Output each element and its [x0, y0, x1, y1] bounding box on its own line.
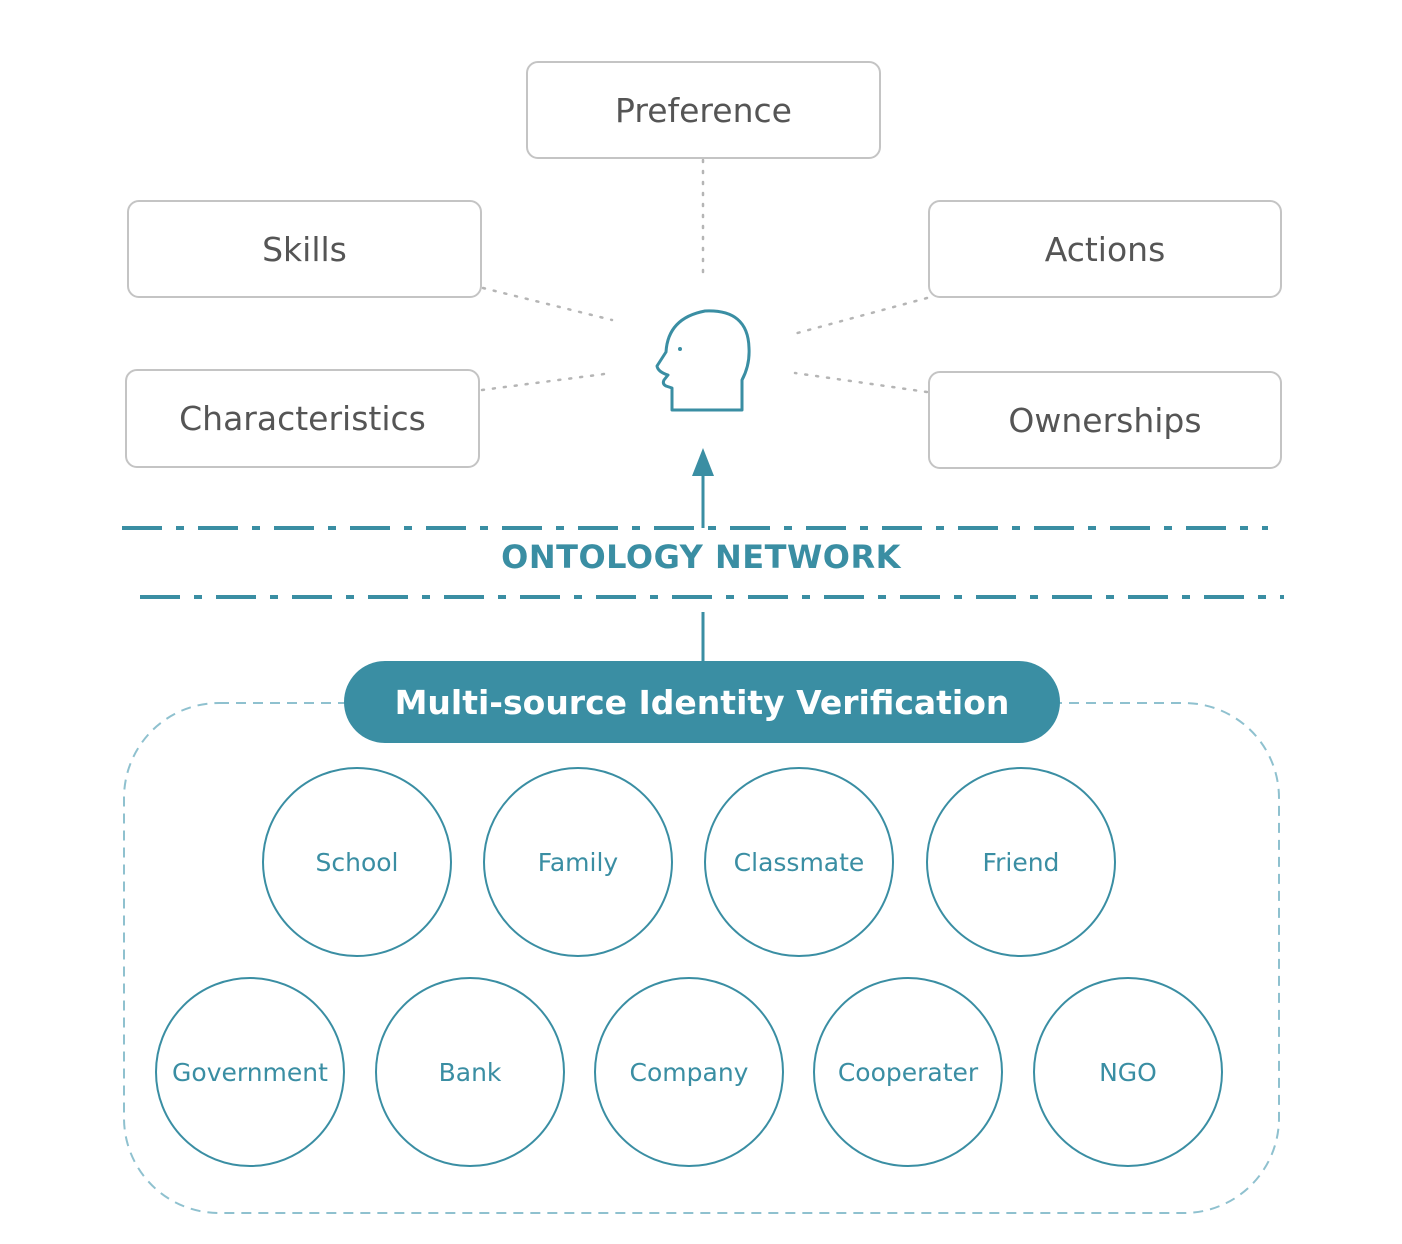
ontology-network-label: ONTOLOGY NETWORK [501, 538, 901, 576]
attribute-box-ownerships: Ownerships [928, 371, 1282, 469]
source-circle: Bank [375, 977, 565, 1167]
source-label: Company [629, 1057, 749, 1087]
source-circle: NGO [1033, 977, 1223, 1167]
person-head-icon [655, 309, 751, 412]
attribute-label: Ownerships [1008, 400, 1202, 440]
attribute-box-characteristics: Characteristics [125, 369, 480, 468]
source-circle: Government [155, 977, 345, 1167]
attribute-label: Preference [615, 90, 792, 130]
attribute-box-preference: Preference [526, 61, 881, 159]
source-label: Classmate [733, 847, 865, 877]
attribute-box-actions: Actions [928, 200, 1282, 298]
connector-characteristics [480, 371, 614, 392]
source-label: Cooperater [837, 1057, 979, 1087]
source-label: NGO [1099, 1057, 1157, 1087]
attribute-box-skills: Skills [127, 200, 482, 298]
arrow-up-icon [692, 448, 714, 476]
connector-ownerships [793, 371, 929, 394]
source-circle: Classmate [704, 767, 894, 957]
attribute-label: Characteristics [179, 399, 426, 438]
source-circle: Company [594, 977, 784, 1167]
source-label: Friend [982, 847, 1060, 877]
source-label: Bank [438, 1057, 502, 1087]
source-circle: Cooperater [813, 977, 1003, 1167]
connector-skills [481, 286, 614, 322]
source-circle: Family [483, 767, 673, 957]
source-circle: School [262, 767, 452, 957]
source-label: Family [537, 847, 619, 877]
connector-actions [788, 296, 929, 337]
verification-pill: Multi-source Identity Verification [344, 661, 1060, 743]
attribute-label: Skills [262, 229, 347, 269]
source-label: School [315, 847, 399, 877]
attribute-label: Actions [1044, 229, 1166, 269]
verification-label: Multi-source Identity Verification [394, 682, 1010, 722]
source-circle: Friend [926, 767, 1116, 957]
source-label: Government [172, 1057, 328, 1087]
